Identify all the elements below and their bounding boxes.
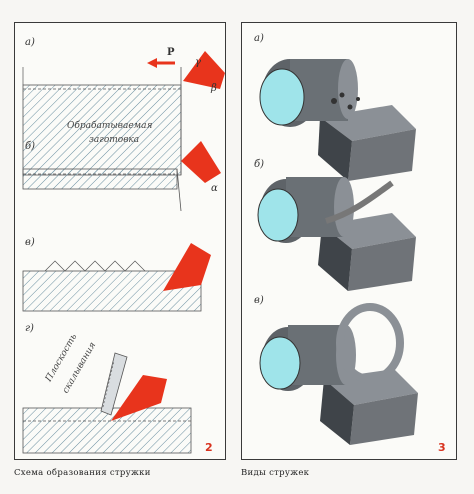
gamma-label: γ [195, 57, 201, 68]
caption-chip-types: Виды стружек [241, 468, 310, 478]
workpiece-b [22, 168, 182, 212]
force-label: P [167, 47, 175, 58]
alpha-label: α [211, 183, 218, 194]
figure-number-2: 2 [205, 441, 213, 454]
chip-formation-diagram [22, 51, 225, 454]
step-label-b: б) [25, 141, 36, 152]
workpiece-a [22, 67, 182, 176]
chip-types-panel: а) б) в) 3 [241, 22, 457, 460]
chip-type-c [259, 303, 418, 445]
figure-number-3: 3 [438, 441, 446, 454]
workpiece-d [22, 352, 192, 454]
beta-label: β [211, 83, 217, 94]
cutting-tool-d [111, 375, 167, 421]
step-label-c: в) [25, 237, 35, 248]
chip-type-a [259, 59, 416, 181]
chip-label-c: в) [254, 295, 264, 306]
chip-types-diagram [257, 59, 418, 445]
cutting-tool-a [183, 51, 225, 89]
cutting-tool-c [163, 243, 211, 291]
step-label-a: а) [25, 37, 35, 48]
cutting-tool-b [181, 141, 221, 183]
step-label-d: г) [25, 323, 34, 334]
chip-type-b [257, 177, 416, 291]
chip-label-a: а) [254, 33, 264, 44]
chip-formation-panel: а) б) в) г) P γ β α Обрабатываемая загот… [14, 22, 226, 460]
caption-chip-formation: Схема образования стружки [14, 468, 151, 478]
chip-label-b: б) [254, 159, 265, 170]
workpiece-text-1: Обрабатываемая [67, 121, 153, 131]
workpiece-text-2: заготовка [89, 135, 140, 145]
